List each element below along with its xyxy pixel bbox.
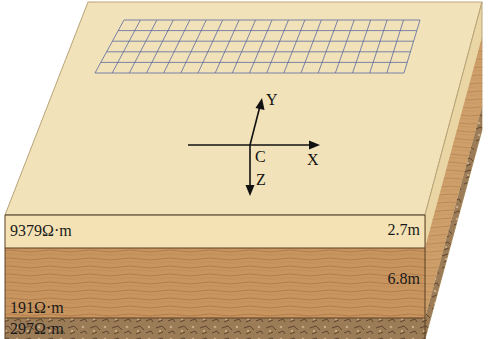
axis-label: X (307, 152, 319, 168)
coordinate-axes (188, 98, 320, 196)
axis-label: Z (256, 172, 266, 188)
thickness-label: 2.7m (388, 222, 420, 238)
layer-band (5, 318, 425, 339)
earth-layer: 9379Ω·m 2.7m (5, 215, 425, 248)
resistivity-label: 191Ω·m (10, 300, 64, 316)
layer-boundary (5, 318, 425, 319)
resistivity-label: 297Ω·m (10, 321, 64, 337)
side-layer (425, 107, 482, 339)
resistivity-label: 9379Ω·m (10, 223, 72, 239)
block-edge (5, 215, 6, 339)
earth-layer: 297Ω·m (5, 318, 425, 339)
layer-band (5, 248, 425, 318)
side-layer (425, 37, 482, 318)
thickness-label: 6.8m (388, 271, 420, 287)
axis-label: Y (266, 92, 278, 108)
survey-grid (95, 20, 420, 73)
layer-band (5, 215, 425, 248)
earth-layer: 191Ω·m 6.8m (5, 248, 425, 318)
side-face (425, 2, 482, 339)
origin-label: C (255, 149, 266, 165)
block-edge (425, 215, 426, 339)
top-surface (5, 2, 482, 215)
layer-boundary (5, 214, 425, 215)
layer-boundary (5, 248, 425, 249)
